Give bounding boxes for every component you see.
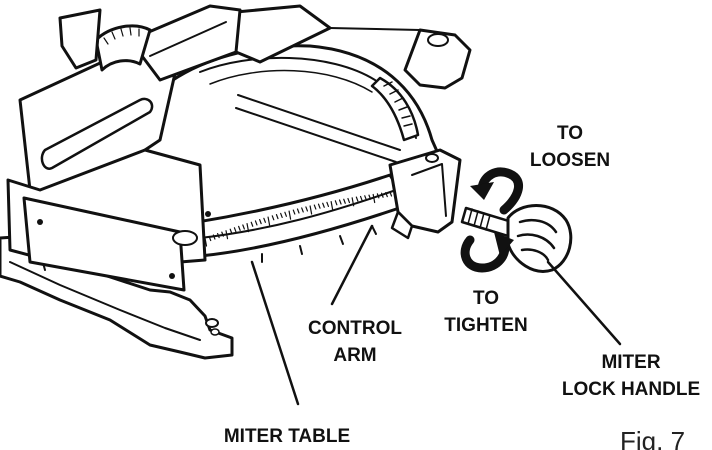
scale-tick — [313, 204, 317, 210]
to-tighten-label-line2: TIGHTEN — [444, 315, 527, 336]
scale-tick — [221, 231, 224, 237]
control-arm — [388, 148, 462, 240]
leader-lines — [250, 224, 622, 406]
scale-tick — [372, 193, 376, 204]
scale-tick — [359, 195, 363, 202]
scale-tick — [242, 224, 245, 230]
scale-tick — [301, 207, 304, 213]
scale-tick — [351, 197, 355, 207]
scale-tick — [217, 232, 220, 239]
scale-tick — [338, 199, 342, 205]
scale-tick — [225, 230, 229, 240]
scale-tick — [296, 208, 300, 214]
scale-tick — [246, 223, 250, 233]
scale-tick — [355, 196, 359, 202]
miter-lock-handle-label: MITER — [601, 352, 660, 373]
scale-tick — [271, 215, 275, 221]
scale-tick — [263, 217, 266, 223]
scale-tick — [380, 192, 384, 198]
saw-arm — [58, 4, 332, 82]
scale-tick — [334, 200, 338, 206]
miter-table-label: MITER TABLE — [224, 426, 350, 447]
scale-tick — [376, 193, 380, 199]
scale-tick — [208, 235, 212, 242]
scale-tick — [288, 210, 292, 220]
miter-lock-handle — [460, 204, 573, 273]
scale-tick — [292, 209, 296, 215]
scale-tick — [389, 191, 393, 197]
scale-tick — [322, 202, 325, 208]
scale-tick — [250, 221, 254, 227]
scale-tick — [233, 227, 237, 233]
labels: TO LOOSEN TO TIGHTEN CONTROL ARM MITER L… — [224, 123, 700, 450]
scale-tick — [364, 195, 367, 201]
scale-tick — [238, 225, 241, 231]
miter-lock-handle-label-line2: LOCK HANDLE — [562, 379, 700, 400]
loosen-arrow — [470, 167, 523, 215]
scale-tick — [347, 197, 351, 204]
scale-tick — [229, 228, 233, 234]
to-loosen-label-line2: LOOSEN — [530, 150, 610, 171]
scale-tick — [326, 201, 330, 208]
scale-tick — [284, 211, 287, 217]
scale-tick — [330, 200, 334, 211]
scale-tick — [254, 220, 258, 226]
scale-tick — [305, 206, 309, 212]
scale-tick — [385, 192, 388, 198]
scale-tick — [317, 203, 321, 209]
tighten-arrow — [460, 232, 514, 273]
fence — [6, 38, 211, 292]
scale-tick — [267, 216, 271, 226]
to-tighten-label: TO — [473, 288, 499, 309]
scale-tick — [309, 205, 313, 215]
scale-tick — [280, 212, 283, 219]
to-loosen-label: TO — [557, 123, 583, 144]
control-arm-label-line2: ARM — [333, 345, 376, 366]
scale-tick — [343, 198, 346, 204]
scale-tick — [212, 234, 216, 240]
scale-tick — [275, 214, 279, 220]
control-arm-label: CONTROL — [308, 318, 402, 339]
figure-label: Fig. 7 — [620, 426, 685, 450]
scale-tick — [259, 219, 262, 225]
scale-tick — [368, 194, 372, 200]
